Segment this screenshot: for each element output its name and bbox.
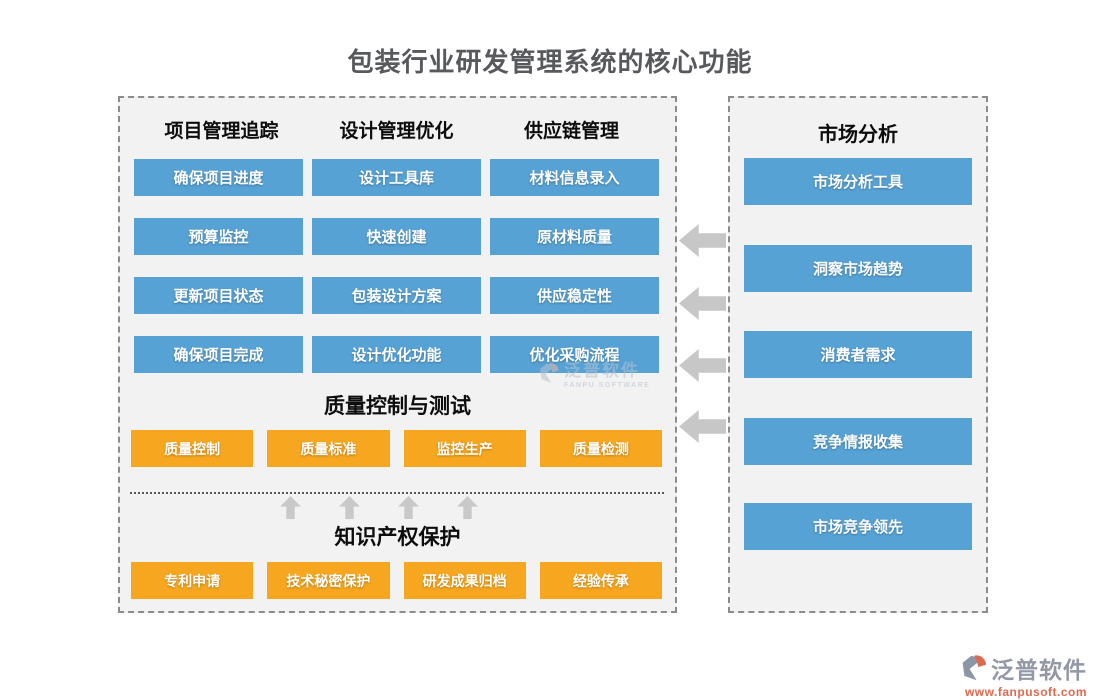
- up-arrow-icon: [398, 496, 419, 519]
- core-functions-panel: 项目管理追踪 设计管理优化 供应链管理 确保项目进度 设计工具库 材料信息录入 …: [118, 96, 677, 613]
- ip-block: 专利申请: [131, 562, 254, 599]
- feature-block: 材料信息录入: [490, 159, 659, 196]
- quality-block: 质量标准: [267, 430, 390, 467]
- up-arrow-icon: [457, 496, 478, 519]
- page-title: 包装行业研发管理系统的核心功能: [347, 47, 753, 77]
- ip-section-header: 知识产权保护: [334, 526, 461, 549]
- left-arrow-icon: [679, 287, 726, 320]
- fanpu-logo-icon: [960, 654, 988, 682]
- market-block: 市场竞争领先: [744, 503, 972, 550]
- quality-block: 监控生产: [403, 430, 526, 467]
- feature-block: 包装设计方案: [312, 277, 481, 314]
- feature-block: 确保项目完成: [134, 336, 303, 373]
- ip-block: 技术秘密保护: [267, 562, 390, 599]
- left-arrow-icon: [679, 410, 726, 443]
- market-block: 洞察市场趋势: [744, 245, 972, 292]
- left-arrow-icon: [679, 224, 726, 257]
- ip-block: 研发成果归档: [403, 562, 526, 599]
- feature-block: 设计优化功能: [312, 336, 481, 373]
- market-block: 市场分析工具: [744, 158, 972, 205]
- left-arrow-icon: [679, 349, 726, 382]
- market-analysis-panel: 市场分析 市场分析工具 洞察市场趋势 消费者需求 竞争情报收集 市场竞争领先: [728, 96, 988, 613]
- dotted-divider: [130, 492, 664, 494]
- feature-block: 更新项目状态: [134, 277, 303, 314]
- quality-section-header: 质量控制与测试: [324, 395, 471, 418]
- footer-url: www.fanpusoft.com: [964, 685, 1088, 699]
- market-block: 消费者需求: [744, 331, 972, 378]
- footer-logo: 泛普软件 www.fanpusoft.com: [960, 651, 1092, 699]
- market-block: 竞争情报收集: [744, 418, 972, 465]
- footer-brand: 泛普软件: [991, 657, 1087, 683]
- ip-block: 经验传承: [539, 562, 662, 599]
- feature-block: 原材料质量: [490, 218, 659, 255]
- feature-block: 预算监控: [134, 218, 303, 255]
- column-headers: 项目管理追踪 设计管理优化 供应链管理: [134, 116, 659, 143]
- column-header-supply-chain: 供应链管理: [523, 121, 619, 142]
- feature-block: 设计工具库: [312, 159, 481, 196]
- up-arrow-icon: [339, 496, 360, 519]
- column-header-project-tracking: 项目管理追踪: [164, 121, 279, 142]
- ip-row: 专利申请 技术秘密保护 研发成果归档 经验传承: [131, 562, 662, 599]
- feature-block: 优化采购流程: [490, 336, 659, 373]
- market-analysis-header: 市场分析: [818, 124, 898, 146]
- up-arrow-icon: [280, 496, 301, 519]
- column-header-design-optimization: 设计管理优化: [339, 121, 454, 142]
- feature-grid: 确保项目进度 设计工具库 材料信息录入 预算监控 快速创建 原材料质量 更新项目…: [134, 159, 659, 373]
- feature-block: 确保项目进度: [134, 159, 303, 196]
- quality-block: 质量控制: [131, 430, 254, 467]
- feature-block: 快速创建: [312, 218, 481, 255]
- quality-row: 质量控制 质量标准 监控生产 质量检测: [131, 430, 662, 467]
- up-arrows: [280, 496, 478, 519]
- feature-block: 供应稳定性: [490, 277, 659, 314]
- quality-block: 质量检测: [539, 430, 662, 467]
